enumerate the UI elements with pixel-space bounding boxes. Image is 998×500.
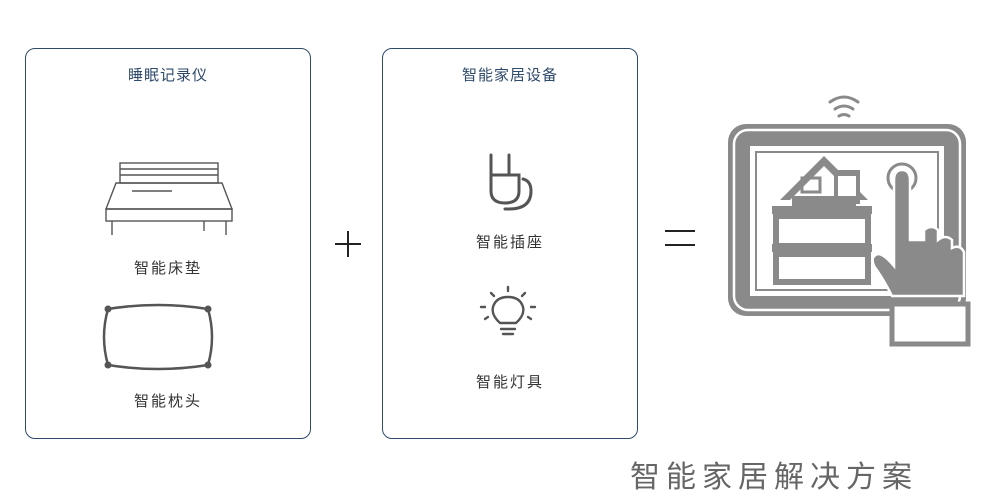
sleep-recorder-panel: 睡眠记录仪 智能床垫 智能枕头 [25, 48, 311, 439]
smart-lamp-label: 智能灯具 [475, 373, 544, 391]
smart-home-tablet-icon [728, 95, 971, 347]
smart-mattress-label: 智能床垫 [133, 259, 202, 277]
bed-icon [104, 162, 234, 235]
equals-sign [665, 230, 695, 246]
smart-home-devices-panel: 智能家居设备 智能插座 智能灯具 [382, 48, 638, 439]
smart-home-devices-title: 智能家居设备 [461, 66, 558, 84]
smart-pillow-label: 智能枕头 [133, 392, 202, 410]
plug-icon [489, 153, 533, 211]
light-bulb-icon [479, 285, 537, 336]
pillow-icon [102, 303, 214, 371]
sleep-recorder-title: 睡眠记录仪 [127, 66, 208, 84]
plus-sign [335, 231, 361, 257]
smart-home-solution-caption: 智能家居解决方案 [630, 460, 918, 495]
smart-socket-label: 智能插座 [475, 233, 544, 251]
